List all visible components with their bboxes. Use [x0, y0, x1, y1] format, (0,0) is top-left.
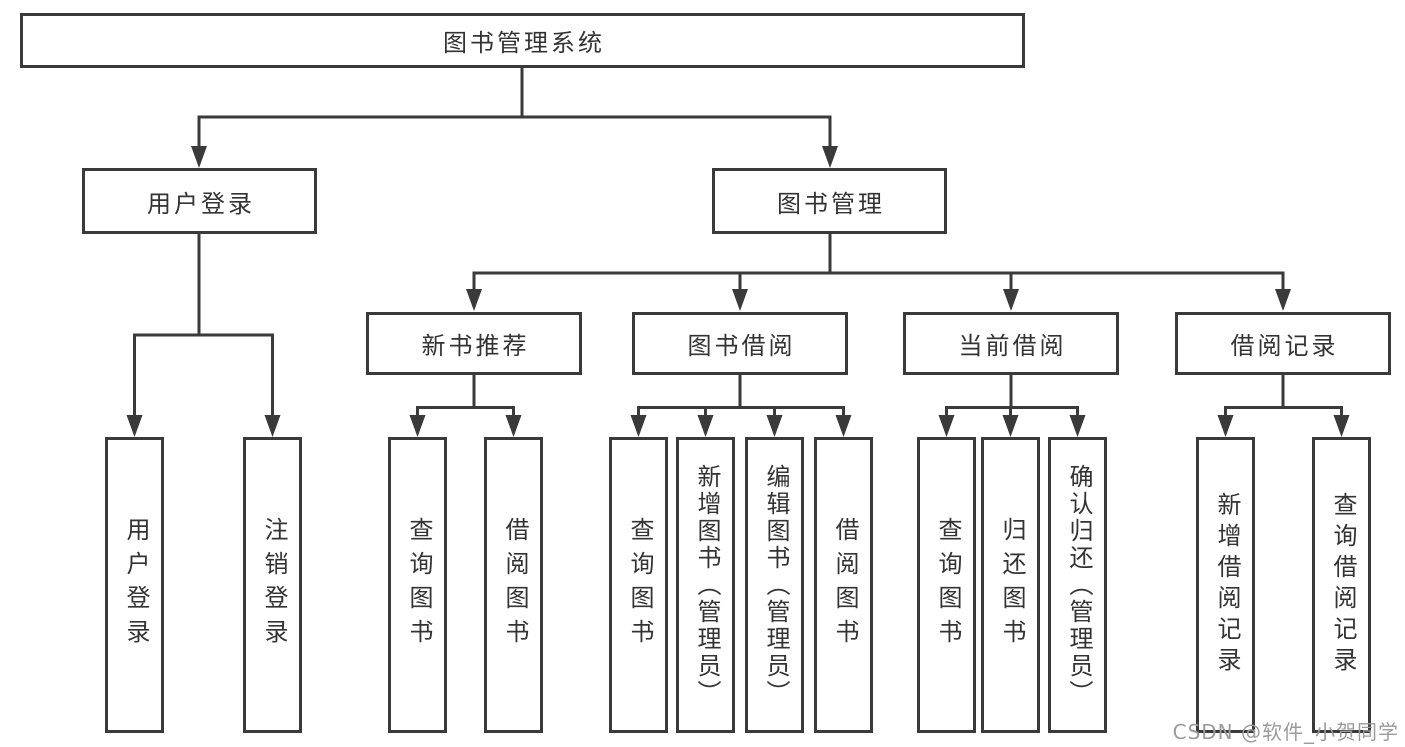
node-book-borrowing: 图书借阅 — [632, 312, 848, 375]
node-return-books: 归还图书 — [981, 437, 1040, 733]
edge-current-borrowing-to-children — [938, 375, 1086, 437]
node-query-books-borrowing: 查询图书 — [609, 437, 668, 733]
node-new-book-recommendation: 新书推荐 — [366, 312, 582, 375]
node-book-management: 图书管理 — [712, 168, 947, 234]
node-user-login-leaf: 用户登录 — [105, 437, 164, 733]
edge-new-book-recommendation-to-children — [409, 375, 522, 437]
node-borrowing-records: 借阅记录 — [1175, 312, 1391, 375]
csdn-watermark: CSDN @软件_小贺同学 — [1172, 720, 1399, 744]
node-borrow-books: 借阅图书 — [814, 437, 873, 733]
node-add-borrow-record: 新增借阅记录 — [1196, 437, 1255, 733]
node-confirm-return-admin: 确认归还（管理员） — [1048, 437, 1107, 733]
node-query-books-current: 查询图书 — [917, 437, 976, 733]
node-current-borrowing: 当前借阅 — [903, 312, 1119, 375]
node-logout: 注销登录 — [243, 437, 302, 733]
node-edit-books-admin: 编辑图书（管理员） — [745, 437, 804, 733]
edge-root-to-level2 — [191, 68, 838, 168]
edge-book-management-to-level3 — [466, 234, 1291, 311]
edge-borrowing-records-to-children — [1217, 375, 1350, 437]
node-library-system: 图书管理系统 — [20, 13, 1025, 68]
node-user-login: 用户登录 — [82, 168, 317, 234]
edge-book-borrowing-to-children — [630, 375, 852, 437]
node-query-borrow-record: 查询借阅记录 — [1312, 437, 1371, 733]
edge-user-login-to-children — [126, 234, 281, 437]
node-add-books-admin: 新增图书（管理员） — [676, 437, 735, 733]
node-query-books-recommend: 查询图书 — [388, 437, 447, 733]
node-borrow-books-recommend: 借阅图书 — [484, 437, 543, 733]
